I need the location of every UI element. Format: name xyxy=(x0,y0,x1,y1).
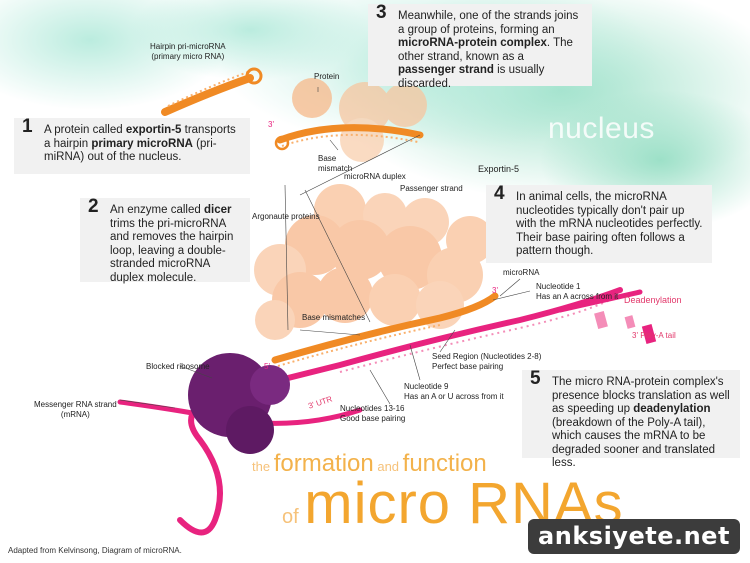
bound-microrna xyxy=(271,292,499,367)
passenger-strand-label: Passenger strand xyxy=(400,184,463,193)
hairpin-primirna xyxy=(161,67,263,116)
step-1-box: 1 A protein called exportin-5 transports… xyxy=(14,116,250,174)
nucleotide-9-label: Nucleotide 9 Has an A or U across from i… xyxy=(404,382,504,401)
leader-lines xyxy=(119,87,531,409)
step-3-number: 3 xyxy=(376,2,387,23)
nucleotide-1-label: Nucleotide 1 Has an A across from it xyxy=(536,282,619,301)
source-credit: Adapted from Kelvinsong, Diagram of micr… xyxy=(8,546,182,555)
step-4-number: 4 xyxy=(494,183,505,204)
five-prime-label: 5' xyxy=(264,362,270,371)
three-prime-label-a: 3' xyxy=(492,286,498,295)
step-2-box: 2 An enzyme called dicer trims the pri-m… xyxy=(80,196,250,284)
microrna-duplex xyxy=(274,124,424,151)
mrna-strand-label: Messenger RNA strand (mRNA) xyxy=(34,400,117,419)
protein-label: Protein xyxy=(314,72,340,81)
duplex-label: microRNA duplex xyxy=(344,172,406,181)
step-2-number: 2 xyxy=(88,196,99,217)
nucleotides-13-16-label: Nucleotides 13-16 Good base pairing xyxy=(340,404,406,423)
microrna-label: microRNA xyxy=(503,268,540,277)
base-mismatch-label: Base mismatch xyxy=(318,154,353,173)
blocked-ribosome-label: Blocked ribosome xyxy=(146,362,210,371)
argonaute-label: Argonaute proteins xyxy=(252,212,320,221)
deadenylation-label: Deadenylation xyxy=(624,295,682,305)
seed-region-label: Seed Region (Nucleotides 2-8) Perfect ba… xyxy=(432,352,542,371)
polya-tail-label: 3' Poly-A tail xyxy=(632,331,676,340)
watermark-badge: anksiyete.net xyxy=(528,519,740,554)
base-mismatches-label: Base mismatches xyxy=(302,313,366,322)
protein-complex-top xyxy=(292,78,427,162)
argonaute-cluster xyxy=(254,184,494,340)
three-prime-label-b: 3' xyxy=(268,120,274,129)
step-5-number: 5 xyxy=(530,368,541,389)
step-5-box: 5 The micro RNA-protein complex's presen… xyxy=(522,368,740,469)
step-1-number: 1 xyxy=(22,116,33,137)
hairpin-label: Hairpin pri-microRNA (primary micro RNA) xyxy=(150,42,226,61)
title-line-1: the formation and function xyxy=(252,450,487,477)
blocked-ribosome xyxy=(188,353,290,454)
step-4-box: 4 In animal cells, the microRNA nucleoti… xyxy=(486,183,712,263)
nucleus-label: nucleus xyxy=(548,112,655,145)
exportin-label: Exportin-5 xyxy=(478,164,520,174)
step-3-box: 3 Meanwhile, one of the strands joins a … xyxy=(368,2,592,90)
